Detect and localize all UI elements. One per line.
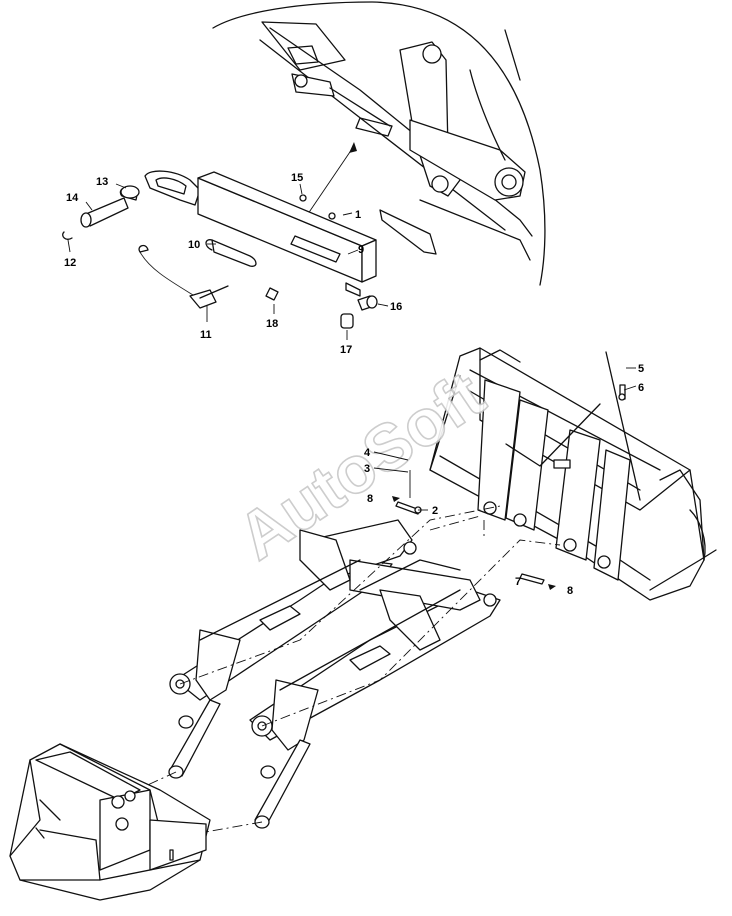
callout-5: 5: [638, 363, 644, 375]
callout-8-left: 8: [367, 493, 373, 505]
callout-10: 10: [188, 239, 200, 251]
callout-7: 7: [515, 576, 521, 588]
callout-18: 18: [266, 318, 278, 330]
callout-9: 9: [358, 244, 364, 256]
attach-lever-assembly: [62, 170, 437, 329]
mounting-frame: [9, 743, 211, 901]
bucket-pins: [392, 470, 556, 590]
callout-17: 17: [340, 344, 352, 356]
callout-14: 14: [66, 192, 79, 204]
linkage-detail-view: [212, 1, 546, 286]
callout-13: 13: [96, 176, 108, 188]
callout-labels: 1 2 3 4 5 6 7 8 8 9 10 11 12 13 14 15 16…: [64, 172, 644, 597]
callout-12: 12: [64, 257, 76, 269]
callout-8-right: 8: [567, 585, 573, 597]
callout-11: 11: [200, 329, 212, 341]
callout-3: 3: [364, 463, 370, 475]
callout-15: 15: [291, 172, 303, 184]
callout-4: 4: [364, 447, 371, 459]
loader-boom-arms: [168, 519, 501, 829]
loader-bucket: [429, 347, 717, 601]
callout-2: 2: [432, 505, 438, 517]
callout-1: 1: [355, 209, 361, 221]
callout-6: 6: [638, 382, 644, 394]
callout-16: 16: [390, 301, 402, 313]
